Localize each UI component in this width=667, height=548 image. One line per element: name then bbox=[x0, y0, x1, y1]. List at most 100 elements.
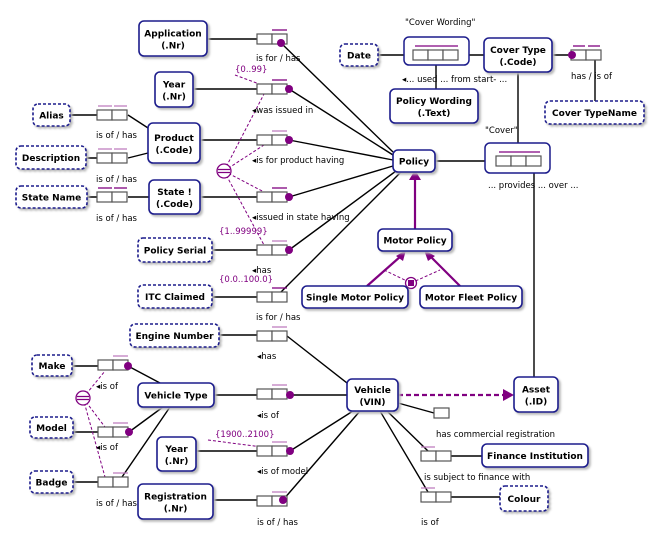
reading: ◂is for product having bbox=[252, 156, 344, 166]
role-box[interactable] bbox=[256, 33, 273, 45]
role-box[interactable] bbox=[435, 491, 452, 503]
entity-vehicle-type[interactable]: Vehicle Type bbox=[137, 382, 215, 408]
entity-colour[interactable]: Colour bbox=[499, 485, 549, 512]
entity-badge[interactable]: Badge bbox=[29, 470, 74, 494]
role-box[interactable] bbox=[271, 445, 288, 457]
entity-description[interactable]: Description bbox=[15, 145, 87, 170]
role-box[interactable] bbox=[271, 388, 288, 400]
role-box[interactable] bbox=[435, 450, 452, 462]
role-box[interactable] bbox=[111, 191, 128, 203]
entity-make[interactable]: Make bbox=[31, 354, 73, 377]
role-box[interactable] bbox=[97, 476, 114, 488]
entity-year-policy[interactable]: Year(.Nr) bbox=[154, 71, 194, 108]
fact-type-roles[interactable] bbox=[256, 491, 288, 507]
reading: is subject to finance with bbox=[424, 473, 530, 483]
entity-itc-claimed[interactable]: ITC Claimed bbox=[137, 284, 213, 309]
entity-alias[interactable]: Alias bbox=[32, 103, 71, 127]
role-box[interactable] bbox=[585, 49, 602, 61]
fact-type-roles[interactable] bbox=[96, 105, 128, 121]
fact-type-roles[interactable] bbox=[256, 187, 293, 203]
entity-motor-policy[interactable]: Motor Policy bbox=[377, 228, 453, 252]
role-box[interactable] bbox=[256, 330, 273, 342]
entity-policy-wording[interactable]: Policy Wording(.Text) bbox=[389, 88, 479, 124]
entity-finance-institution[interactable]: Finance Institution bbox=[481, 443, 589, 468]
role-box[interactable] bbox=[256, 134, 273, 146]
entity-motor-fleet-policy[interactable]: Motor Fleet Policy bbox=[419, 285, 523, 309]
role-box[interactable] bbox=[271, 291, 288, 303]
role-box[interactable] bbox=[442, 49, 459, 61]
fact-type-roles[interactable] bbox=[256, 441, 294, 457]
role-box[interactable] bbox=[97, 426, 114, 438]
reading: is of / has bbox=[96, 214, 138, 224]
fact-type-roles[interactable] bbox=[495, 151, 542, 167]
role-box[interactable] bbox=[525, 155, 542, 167]
role-box[interactable] bbox=[427, 49, 444, 61]
role-box[interactable] bbox=[256, 445, 273, 457]
role-box[interactable] bbox=[111, 152, 128, 164]
role-box[interactable] bbox=[271, 244, 288, 256]
entity-name: Engine Number bbox=[135, 332, 214, 342]
role-box[interactable] bbox=[271, 134, 288, 146]
fact-type-roles[interactable] bbox=[96, 148, 128, 164]
mandatory-dot-icon bbox=[285, 193, 293, 201]
role-box[interactable] bbox=[96, 109, 113, 121]
entity-registration[interactable]: Registration(.Nr) bbox=[137, 483, 214, 520]
fact-type-roles[interactable] bbox=[96, 187, 128, 203]
role-box[interactable] bbox=[96, 191, 113, 203]
role-box[interactable] bbox=[420, 491, 437, 503]
fact-type-roles[interactable] bbox=[256, 240, 293, 256]
entity-engine-number[interactable]: Engine Number bbox=[129, 323, 220, 348]
role-box[interactable] bbox=[412, 49, 429, 61]
fact-type-roles[interactable] bbox=[256, 326, 288, 342]
role-box[interactable] bbox=[256, 291, 273, 303]
fact-type-roles[interactable] bbox=[420, 446, 452, 462]
role-box[interactable] bbox=[112, 476, 129, 488]
role-box[interactable] bbox=[256, 191, 273, 203]
role-box[interactable] bbox=[111, 109, 128, 121]
fact-type-roles[interactable] bbox=[568, 45, 602, 61]
role-box[interactable] bbox=[256, 244, 273, 256]
role-box[interactable] bbox=[510, 155, 527, 167]
entity-vehicle[interactable]: Vehicle(VIN) bbox=[346, 378, 399, 412]
role-box[interactable] bbox=[256, 495, 273, 507]
fact-type-roles[interactable] bbox=[97, 472, 129, 488]
entity-single-motor-policy[interactable]: Single Motor Policy bbox=[301, 285, 409, 309]
entity-state-name[interactable]: State Name bbox=[15, 185, 88, 209]
fact-type-roles[interactable] bbox=[97, 355, 132, 371]
role-box[interactable] bbox=[271, 191, 288, 203]
mandatory-dot-icon bbox=[277, 39, 285, 47]
fact-type-roles[interactable] bbox=[420, 487, 452, 503]
fact-type-roles[interactable] bbox=[256, 287, 288, 303]
fact-type-roles[interactable] bbox=[256, 130, 293, 146]
entity-model[interactable]: Model bbox=[29, 416, 74, 439]
entity-cover-type[interactable]: Cover Type(.Code) bbox=[483, 37, 553, 73]
entity-state[interactable]: State !(.Code) bbox=[148, 179, 201, 215]
role-box[interactable] bbox=[96, 152, 113, 164]
entity-policy[interactable]: Policy bbox=[392, 149, 436, 173]
entity-name: Vehicle bbox=[354, 386, 391, 396]
fact-type-roles[interactable] bbox=[256, 79, 293, 95]
fact-type-roles[interactable] bbox=[412, 45, 459, 61]
entity-date[interactable]: Date bbox=[339, 43, 379, 67]
role-box[interactable] bbox=[433, 407, 450, 419]
role-box[interactable] bbox=[271, 83, 288, 95]
fact-type-roles[interactable] bbox=[256, 29, 288, 47]
role-box[interactable] bbox=[271, 330, 288, 342]
role-box[interactable] bbox=[495, 155, 512, 167]
entity-application[interactable]: Application(.Nr) bbox=[138, 20, 208, 57]
entity-year-vehicle[interactable]: Year(.Nr) bbox=[156, 436, 197, 472]
reading: ◂is of bbox=[96, 382, 119, 392]
reading: ◂... used ... from start- ... bbox=[402, 75, 507, 85]
role-box[interactable] bbox=[256, 83, 273, 95]
entity-cover-type-name[interactable]: Cover TypeName bbox=[544, 100, 645, 125]
role-box[interactable] bbox=[420, 450, 437, 462]
entity-product[interactable]: Product(.Code) bbox=[147, 122, 201, 164]
entity-policy-serial[interactable]: Policy Serial bbox=[137, 237, 213, 263]
role-box[interactable] bbox=[256, 388, 273, 400]
fact-type-roles[interactable] bbox=[433, 407, 450, 419]
fact-type-roles[interactable] bbox=[256, 384, 294, 400]
role-box[interactable] bbox=[97, 359, 114, 371]
entity-asset[interactable]: Asset(.ID) bbox=[513, 376, 559, 413]
fact-type-roles[interactable] bbox=[97, 422, 133, 438]
